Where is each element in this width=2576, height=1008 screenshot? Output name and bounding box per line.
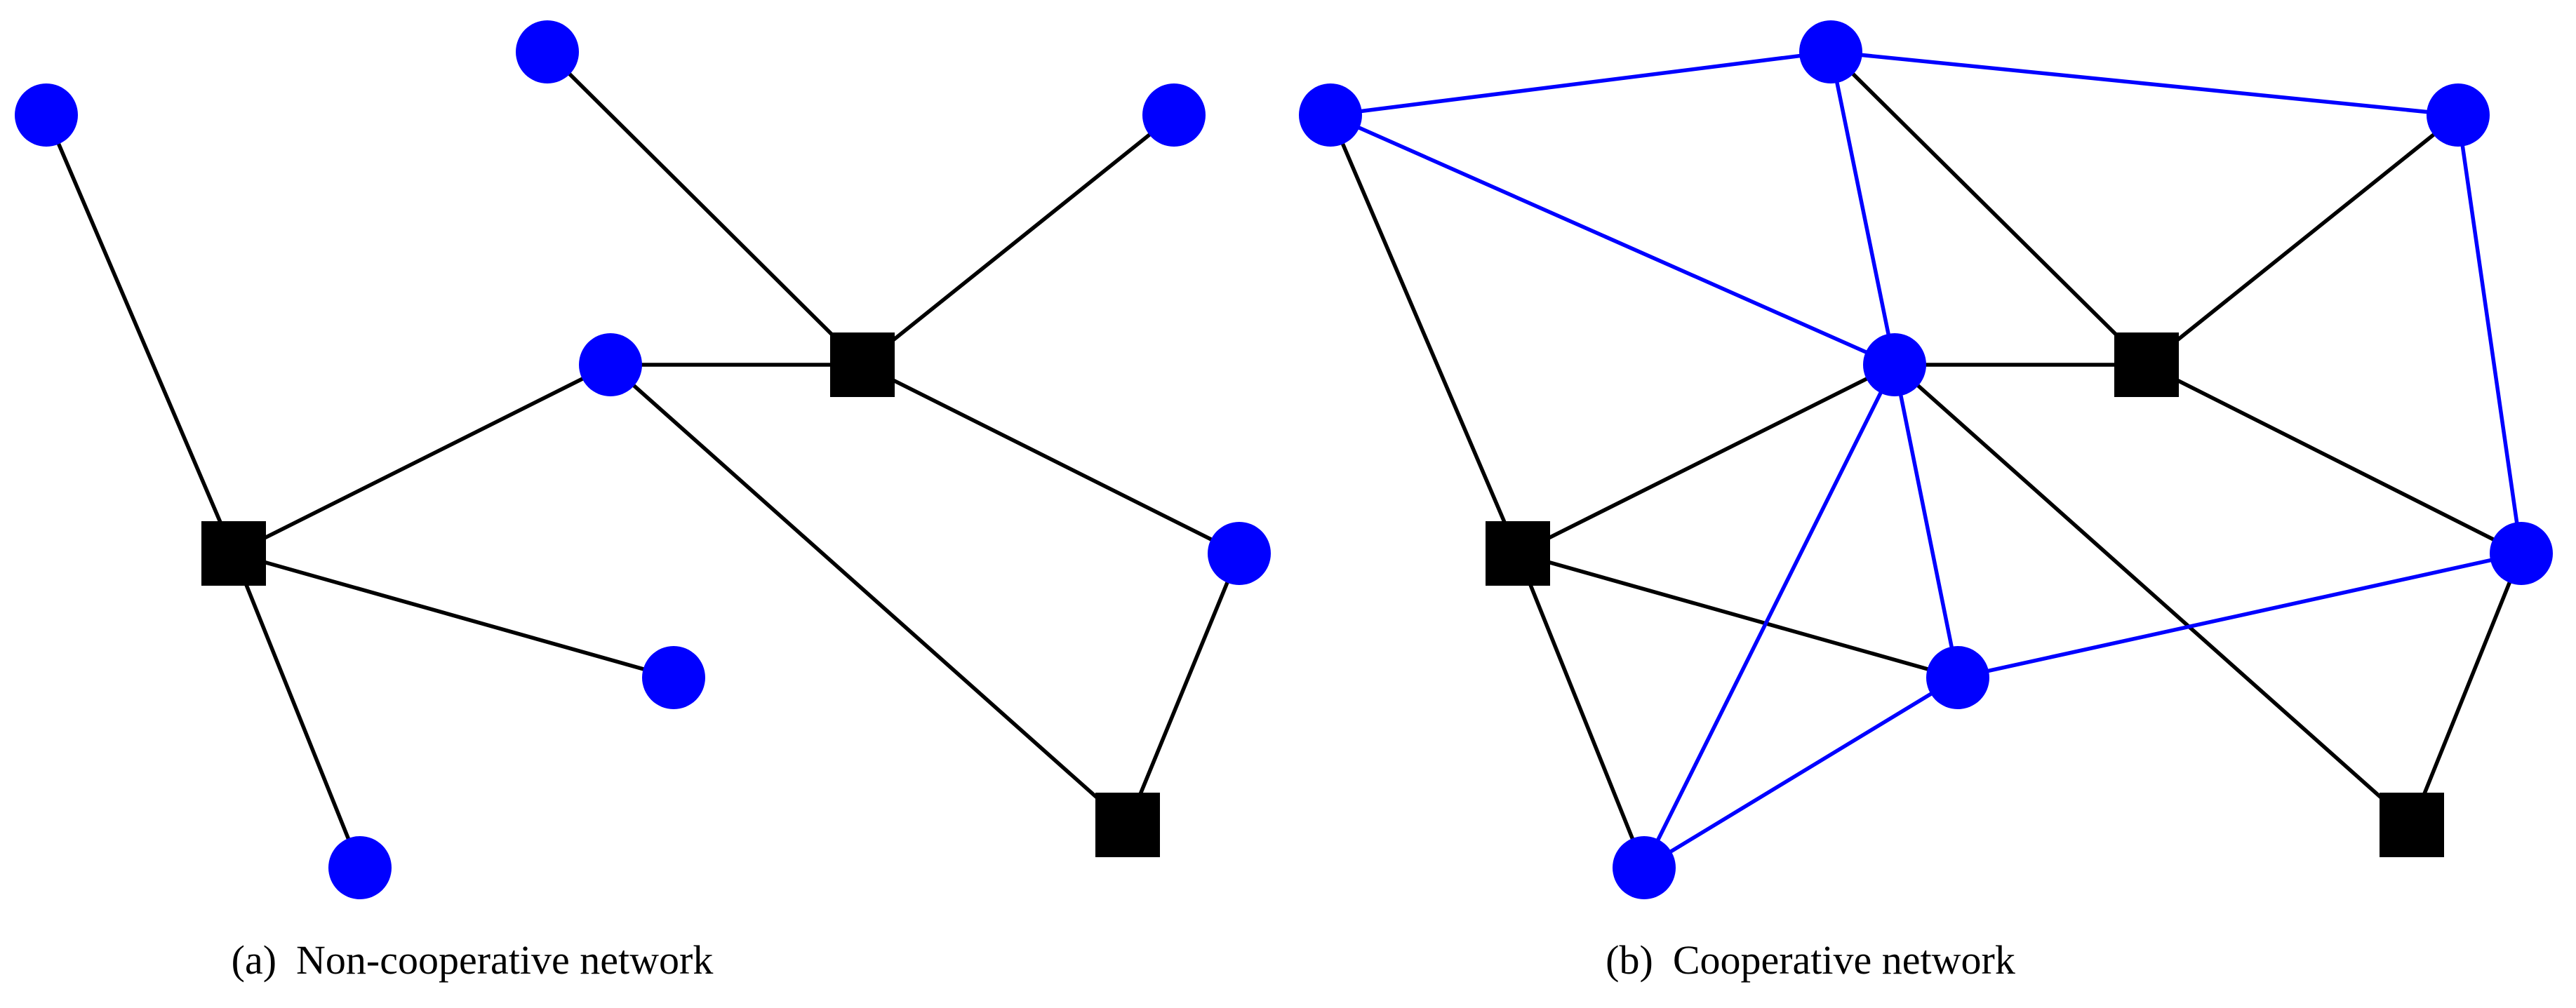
hub-link-b-s2-b-h2 <box>1829 50 2149 367</box>
panel-a-nodes <box>15 20 1271 899</box>
sensor-node-circle <box>2427 83 2490 147</box>
hub-node-square <box>830 332 895 397</box>
panel-a-caption: (a) Non-cooperative network <box>232 937 714 983</box>
cooperative-link-b-s6-b-s7 <box>1642 676 1960 870</box>
hub-link-a-h1-a-s7 <box>232 551 362 870</box>
sensor-node-circle <box>1863 333 1926 396</box>
hub-link-a-s1-a-h1 <box>44 113 236 556</box>
hub-link-b-h2-b-s5 <box>2144 363 2523 556</box>
hub-link-b-s3-b-h2 <box>2144 113 2460 367</box>
hub-link-b-s5-b-h3 <box>2410 551 2523 827</box>
hub-node-square <box>2380 793 2444 857</box>
hub-link-b-s1-b-h1 <box>1328 113 1520 556</box>
sensor-node-circle <box>1613 836 1676 899</box>
sensor-node-circle <box>1142 83 1206 147</box>
panel-a-edges <box>44 50 1241 870</box>
hub-link-a-s4-a-h3 <box>608 363 1130 827</box>
cooperative-link-b-s3-b-s5 <box>2456 113 2523 556</box>
sensor-node-circle <box>15 83 78 147</box>
panel-b-nodes <box>1299 20 2553 899</box>
hub-link-b-h1-b-s7 <box>1516 551 1646 870</box>
cooperative-link-b-s2-b-s4 <box>1829 50 1897 367</box>
panel-b-caption: (b) Cooperative network <box>1606 937 2015 983</box>
sensor-node-circle <box>642 646 705 709</box>
panel-b-edges <box>1328 50 2523 870</box>
hub-link-a-h2-a-s5 <box>860 363 1241 556</box>
sensor-node-circle <box>1208 522 1271 585</box>
hub-link-b-h1-b-s4 <box>1516 363 1897 556</box>
cooperative-link-b-s4-b-s6 <box>1893 363 1960 680</box>
cooperative-link-b-s1-b-s2 <box>1328 50 1833 117</box>
panel-non-cooperative-network: (a) Non-cooperative network <box>15 20 1271 983</box>
panel-cooperative-network: (b) Cooperative network <box>1299 20 2553 983</box>
sensor-node-circle <box>1926 646 1989 709</box>
hub-link-b-s4-b-h3 <box>1893 363 2414 827</box>
hub-link-b-h1-b-s6 <box>1516 551 1960 680</box>
panel-a-caption-tag: (a) <box>232 937 276 983</box>
cooperative-link-b-s2-b-s3 <box>1829 50 2460 117</box>
cooperative-link-b-s4-b-s7 <box>1642 363 1897 870</box>
sensor-node-circle <box>2490 522 2553 585</box>
hub-node-square <box>1095 793 1160 857</box>
hub-link-a-h1-a-s6 <box>232 551 676 680</box>
cooperative-link-b-s6-b-s5 <box>1956 551 2523 680</box>
hub-link-a-s2-a-h2 <box>545 50 865 367</box>
hub-node-square <box>201 521 266 586</box>
panel-b-caption-text: Cooperative network <box>1673 937 2015 983</box>
hub-link-a-s5-a-h3 <box>1126 551 1241 827</box>
sensor-node-circle <box>579 333 642 396</box>
hub-link-a-s3-a-h2 <box>860 113 1176 367</box>
sensor-node-circle <box>516 20 579 83</box>
sensor-node-circle <box>1299 83 1362 147</box>
panel-a-caption-text: Non-cooperative network <box>296 937 713 983</box>
panel-b-caption-tag: (b) <box>1606 937 1653 983</box>
sensor-node-circle <box>328 836 392 899</box>
hub-node-square <box>2114 332 2179 397</box>
hub-link-a-h1-a-s4 <box>232 363 613 556</box>
sensor-node-circle <box>1799 20 1862 83</box>
hub-node-square <box>1486 521 1550 586</box>
cooperative-link-b-s1-b-s4 <box>1328 113 1897 367</box>
